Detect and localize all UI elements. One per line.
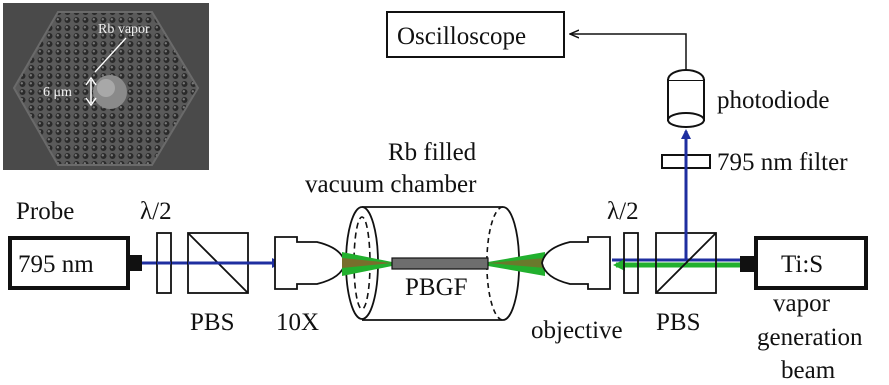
chamber-label-line2: vacuum chamber: [305, 171, 477, 198]
tis-laser-label: Ti:S: [781, 251, 823, 278]
fiber-cross-section-image: Rb vapor 6 μm: [3, 3, 209, 170]
oscilloscope-box: [386, 11, 565, 58]
filter-label: 795 nm filter: [717, 149, 848, 176]
photodiode-label: photodiode: [717, 87, 830, 114]
probe-laser-aperture: [128, 255, 142, 271]
objective-10x-label: 10X: [276, 309, 319, 336]
photodiode-icon: [667, 69, 705, 128]
rb-vapor-label: Rb vapor: [98, 22, 150, 37]
vapor-beam-label-line1: vapor: [773, 290, 831, 317]
tis-laser-aperture: [740, 256, 756, 272]
chamber-label-line1: Rb filled: [388, 139, 477, 166]
tis-laser-box: [754, 236, 868, 290]
halfwave-plate-right: [623, 232, 639, 294]
vapor-pointer-line: [94, 37, 127, 73]
objective-10x-icon: [274, 236, 346, 290]
core-size-label: 6 μm: [43, 85, 72, 100]
probe-focus-left: [342, 258, 392, 268]
probe-label: Probe: [16, 198, 74, 225]
vapor-focus-right: [488, 252, 545, 276]
halfwave-right-label: λ/2: [607, 198, 639, 225]
objective-right-icon: [541, 236, 611, 290]
probe-laser-label: 795 nm: [18, 251, 94, 278]
pbgf-label: PBGF: [405, 274, 468, 301]
oscilloscope-label: Oscilloscope: [397, 23, 526, 50]
pbs-left-label: PBS: [190, 309, 234, 336]
pbs-right-label: PBS: [656, 309, 700, 336]
halfwave-left-label: λ/2: [140, 198, 172, 225]
vapor-beam-label-line2: generation: [757, 324, 863, 351]
objective-right-label: objective: [531, 317, 623, 344]
probe-focus-right: [488, 258, 545, 268]
vapor-beam-label-line3: beam: [781, 357, 836, 384]
pbgf-fiber: [391, 257, 489, 270]
signal-cable: [570, 34, 687, 80]
